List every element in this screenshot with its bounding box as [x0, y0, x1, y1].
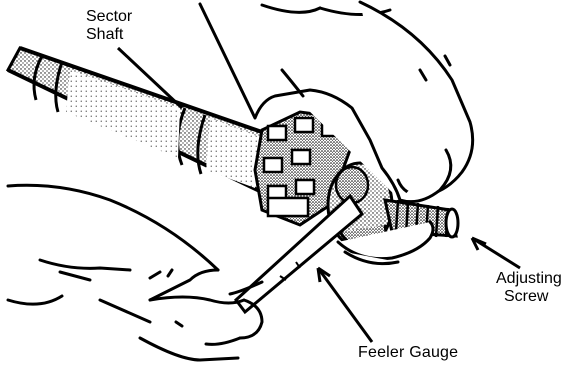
feeler-gauge-label: Feeler Gauge	[358, 344, 458, 362]
adjusting-screw-label-line1: Adjusting	[496, 270, 562, 288]
adjusting-screw-label: Adjusting Screw	[496, 270, 562, 306]
sector-shaft-label: Sector Shaft	[86, 8, 132, 44]
sector-shaft-label-line2: Shaft	[86, 26, 132, 44]
lower-hand	[8, 185, 262, 360]
feeler-gauge-leader	[318, 268, 372, 342]
sector-shaft-label-line1: Sector	[86, 8, 132, 26]
adjusting-screw-label-line2: Screw	[496, 288, 562, 306]
